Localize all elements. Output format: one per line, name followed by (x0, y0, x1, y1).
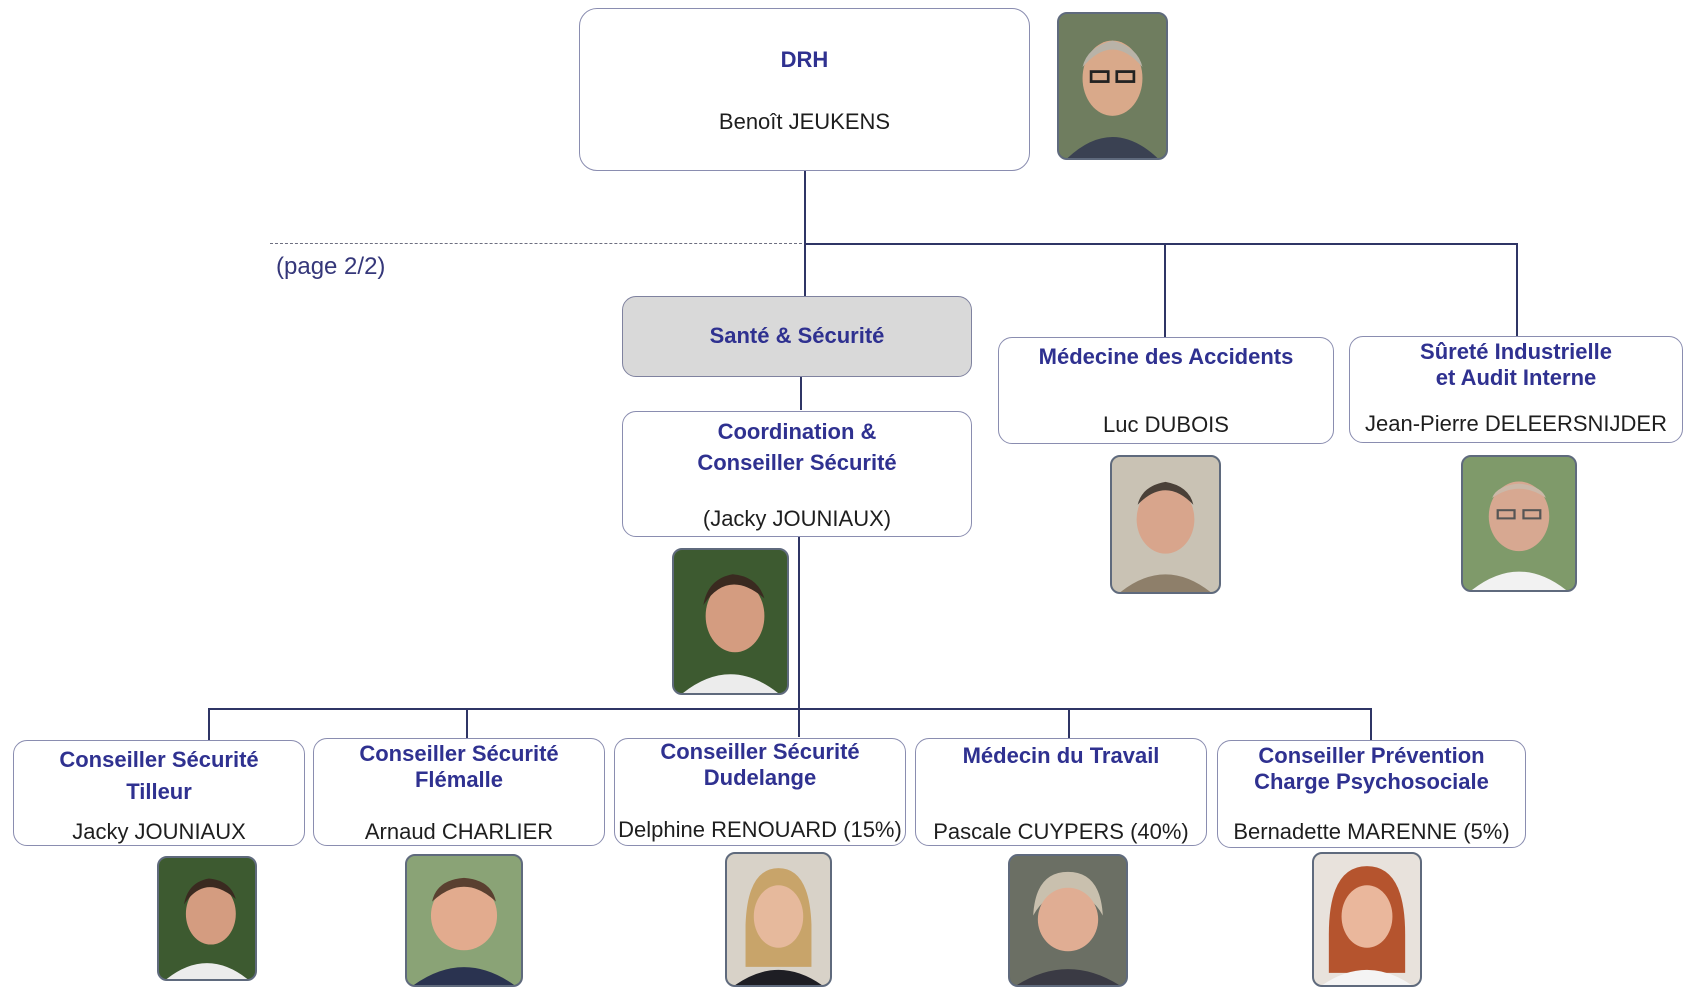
connector-medecin-travail (1068, 708, 1070, 738)
dudelange-name: Delphine RENOUARD (15%) (618, 817, 902, 842)
coordination-title: Coordination & Conseiller Sécurité (697, 419, 897, 475)
coordination-photo (672, 548, 789, 695)
drh-name: Benoît JEUKENS (718, 109, 891, 134)
medecine-accidents-title: Médecine des Accidents (1038, 344, 1294, 369)
surete-title: Sûreté Industrielle et Audit Interne (1420, 339, 1612, 390)
sante-securite-title: Santé & Sécurité (709, 323, 885, 348)
connector-sante-coordination (800, 376, 802, 410)
medecin-travail-photo (1008, 854, 1128, 987)
coordination-name: (Jacky JOUNIAUX) (702, 506, 892, 531)
medecin-travail-name: Pascale CUYPERS (40%) (933, 819, 1189, 844)
tilleur-title: Conseiller Sécurité Tilleur (59, 747, 259, 804)
prevention-name: Bernadette MARENNE (5%) (1233, 819, 1510, 844)
surete-box: Sûreté Industrielle et Audit Interne Jea… (1349, 336, 1683, 443)
page-break-dashed-line (270, 243, 802, 244)
tilleur-photo (157, 856, 257, 981)
dudelange-photo (725, 852, 832, 987)
prevention-title: Conseiller Prévention Charge Psychosocia… (1254, 743, 1489, 794)
connector-surete (1516, 243, 1518, 336)
connector-level1-bus (804, 243, 1518, 245)
coordination-box: Coordination & Conseiller Sécurité (Jack… (622, 411, 972, 537)
surete-photo (1461, 455, 1577, 592)
flemalle-name: Arnaud CHARLIER (364, 819, 554, 844)
drh-box: DRH Benoît JEUKENS (579, 8, 1030, 171)
medecine-accidents-name: Luc DUBOIS (1103, 412, 1229, 437)
flemalle-box: Conseiller Sécurité Flémalle Arnaud CHAR… (313, 738, 605, 846)
connector-level3-bus (208, 708, 1372, 710)
prevention-box: Conseiller Prévention Charge Psychosocia… (1217, 740, 1526, 848)
sante-securite-box: Santé & Sécurité (622, 296, 972, 377)
connector-drh-down (804, 170, 806, 296)
medecine-accidents-box: Médecine des Accidents Luc DUBOIS (998, 337, 1334, 444)
connector-medecine-accidents (1164, 243, 1166, 337)
dudelange-title: Conseiller Sécurité Dudelange (660, 739, 860, 790)
page-reference: (page 2/2) (276, 253, 386, 280)
tilleur-box: Conseiller Sécurité Tilleur Jacky JOUNIA… (13, 740, 305, 846)
medecin-travail-title: Médecin du Travail (962, 743, 1160, 768)
surete-name: Jean-Pierre DELEERSNIJDER (1365, 411, 1667, 436)
prevention-photo (1312, 852, 1422, 987)
medecin-travail-box: Médecin du Travail Pascale CUYPERS (40%) (915, 738, 1207, 846)
connector-tilleur (208, 708, 210, 740)
dudelange-box: Conseiller Sécurité Dudelange Delphine R… (614, 738, 906, 846)
drh-title: DRH (780, 47, 829, 72)
connector-prevention (1370, 708, 1372, 740)
flemalle-photo (405, 854, 523, 987)
drh-photo (1057, 12, 1168, 160)
connector-flemalle (466, 708, 468, 738)
tilleur-name: Jacky JOUNIAUX (72, 819, 246, 844)
connector-coordination-down (798, 536, 800, 737)
medecine-accidents-photo (1110, 455, 1221, 594)
flemalle-title: Conseiller Sécurité Flémalle (359, 741, 559, 792)
